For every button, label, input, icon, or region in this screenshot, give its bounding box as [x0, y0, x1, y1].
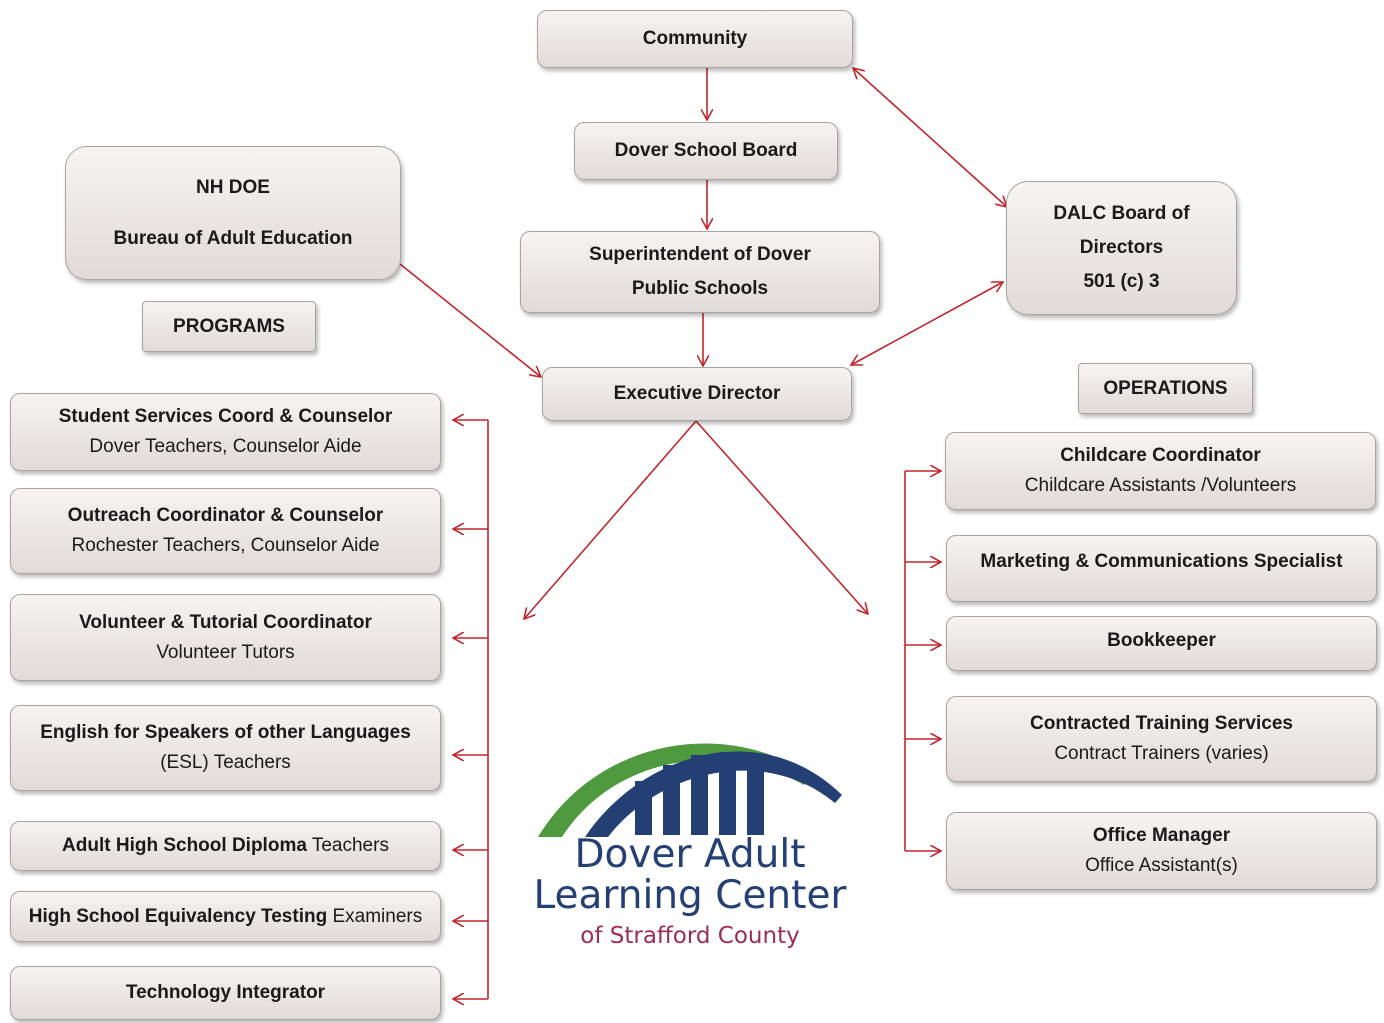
program-title: Outreach Coordinator & Counselor [67, 505, 384, 526]
school-board-box: Dover School Board [574, 122, 838, 180]
program-equivalency-testing: High School Equivalency Testing Examiner… [10, 891, 441, 942]
program-staff: Examiners [327, 905, 423, 927]
ops-staff: Contract Trainers (varies) [1054, 743, 1269, 764]
ops-title: Office Manager [1092, 825, 1231, 846]
school-board-label: Dover School Board [614, 140, 798, 161]
nhdoe-line2: Bureau of Adult Education [113, 228, 353, 249]
ops-contracted-training: Contracted Training Services Contract Tr… [946, 696, 1377, 782]
operations-header-label: OPERATIONS [1103, 377, 1228, 399]
program-technology-integrator: Technology Integrator [10, 966, 441, 1020]
ops-title: Bookkeeper [1107, 630, 1216, 651]
arrow-community-dalc [853, 68, 1007, 207]
ops-bookkeeper: Bookkeeper [946, 616, 1377, 671]
nhdoe-line1: NH DOE [196, 177, 270, 198]
ops-childcare: Childcare Coordinator Childcare Assistan… [945, 432, 1376, 510]
ops-title: Childcare Coordinator [1060, 445, 1261, 466]
superintendent-line1: Superintendent of Dover [589, 244, 811, 265]
logo-line3: of Strafford County [580, 923, 800, 949]
ops-staff: Office Assistant(s) [1085, 855, 1238, 876]
ops-title: Contracted Training Services [1030, 713, 1293, 734]
arrow-director-to-operations [695, 420, 868, 614]
dalc-logo: Dover Adult Learning Center of Strafford… [510, 725, 870, 960]
program-title: Volunteer & Tutorial Coordinator [79, 611, 372, 633]
program-staff: Teachers [306, 835, 389, 856]
program-title: Student Services Coord & Counselor [58, 406, 393, 427]
ops-title: Marketing & Communications Specialist [980, 551, 1343, 572]
executive-director-box: Executive Director [542, 367, 852, 421]
program-student-services: Student Services Coord & Counselor Dover… [10, 393, 441, 471]
community-box: Community [537, 10, 853, 68]
program-title: Technology Integrator [125, 982, 326, 1003]
program-high-school-diploma: Adult High School Diploma Teachers [10, 821, 441, 871]
program-esl: English for Speakers of other Languages … [10, 705, 441, 791]
superintendent-box: Superintendent of Dover Public Schools [520, 231, 880, 313]
bridge-icon [538, 743, 842, 837]
program-staff: Rochester Teachers, Counselor Aide [71, 535, 380, 556]
program-staff: Volunteer Tutors [156, 641, 295, 663]
nhdoe-box: NH DOE Bureau of Adult Education [65, 146, 401, 280]
ops-marketing: Marketing & Communications Specialist [946, 535, 1377, 602]
program-staff: Dover Teachers, Counselor Aide [89, 436, 362, 457]
logo-line2: Learning Center [533, 873, 847, 918]
arrow-nhdoe-to-director [399, 263, 541, 377]
dalc-line2: Directors [1079, 237, 1164, 258]
program-outreach: Outreach Coordinator & Counselor Rochest… [10, 488, 441, 574]
arrow-dalc-director [851, 282, 1003, 365]
logo-line1: Dover Adult [574, 832, 806, 877]
programs-header-label: PROGRAMS [173, 315, 285, 337]
superintendent-line2: Public Schools [631, 278, 769, 299]
program-title: Adult High School Diploma [62, 835, 307, 856]
dalc-line3: 501 (c) 3 [1083, 271, 1160, 292]
program-staff: (ESL) Teachers [160, 752, 291, 773]
executive-director-label: Executive Director [613, 383, 781, 404]
dalc-line1: DALC Board of [1053, 203, 1190, 224]
community-label: Community [642, 28, 748, 49]
programs-header: PROGRAMS [142, 301, 316, 352]
ops-staff: Childcare Assistants /Volunteers [1024, 475, 1297, 496]
operations-header: OPERATIONS [1078, 363, 1253, 414]
ops-office-manager: Office Manager Office Assistant(s) [946, 812, 1377, 890]
dalc-board-box: DALC Board of Directors 501 (c) 3 [1006, 181, 1237, 315]
program-volunteer-tutorial: Volunteer & Tutorial Coordinator Volunte… [10, 594, 441, 681]
arrow-director-to-programs [524, 420, 697, 619]
program-title: English for Speakers of other Languages [40, 722, 411, 743]
program-title: High School Equivalency Testing [28, 905, 328, 927]
